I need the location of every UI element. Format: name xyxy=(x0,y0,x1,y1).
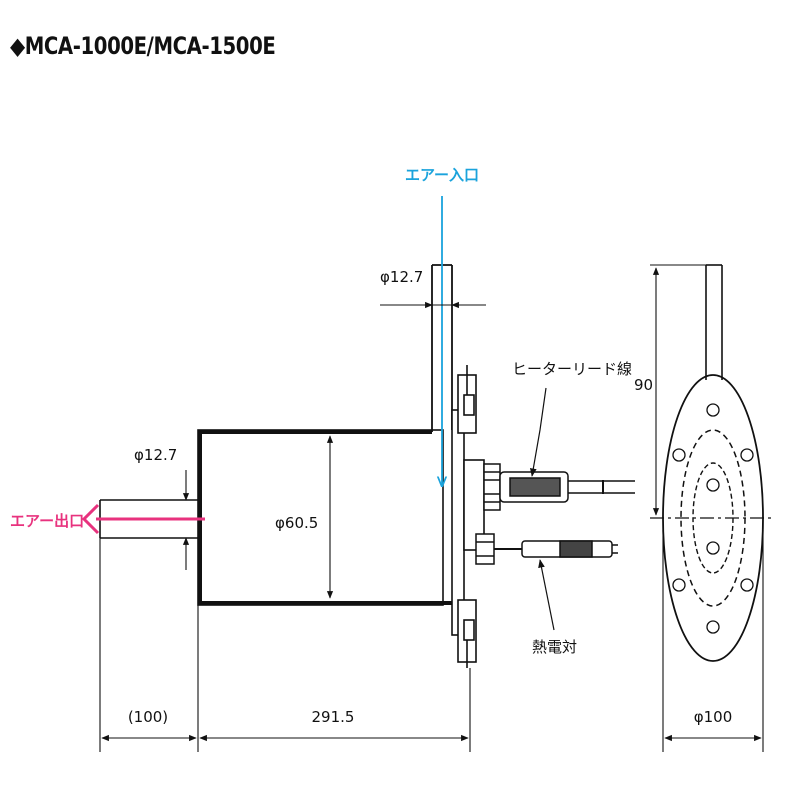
dim-lengths xyxy=(99,538,471,752)
heater-lead-callout xyxy=(529,387,547,477)
flange-diameter-value: φ100 xyxy=(694,708,733,726)
heater-lead-assembly xyxy=(483,463,635,511)
inlet-diameter-value: φ12.7 xyxy=(380,268,423,286)
air-outlet-label: エアー出口 xyxy=(10,512,84,530)
body-length-value: 291.5 xyxy=(312,708,355,726)
air-inlet-label: エアー入口 xyxy=(405,166,479,184)
flange-height-value: 90 xyxy=(634,376,653,394)
thermocouple-callout xyxy=(538,559,555,631)
dim-flange-diameter xyxy=(662,530,764,752)
flange-side-view xyxy=(451,365,485,668)
page-title: ◆MCA-1000E/MCA-1500E xyxy=(10,32,276,60)
outlet-length-value: (100) xyxy=(128,708,168,726)
heater-body xyxy=(197,429,458,606)
body-diameter-value: φ60.5 xyxy=(275,514,318,532)
air-outlet-arrow xyxy=(81,503,205,535)
thermocouple-assembly xyxy=(475,533,618,565)
heater-lead-label: ヒーターリード線 xyxy=(512,360,632,378)
flange-end-view xyxy=(650,264,775,662)
dim-flange-height xyxy=(650,264,706,516)
thermocouple-label: 熱電対 xyxy=(532,638,577,656)
outlet-diameter-value: φ12.7 xyxy=(134,446,177,464)
